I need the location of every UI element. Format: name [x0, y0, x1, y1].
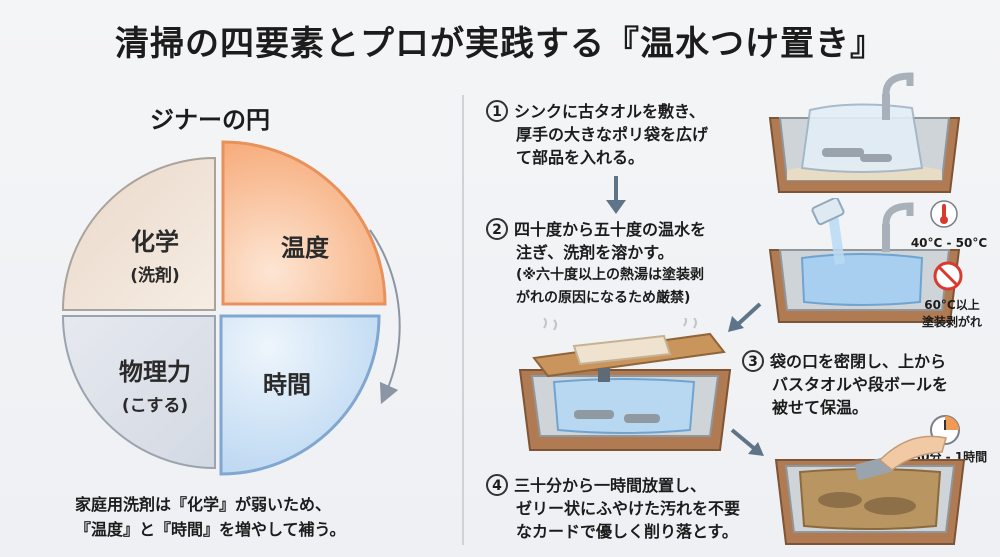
temperature-label: 温度	[250, 228, 360, 263]
sink-with-bag-illustration	[768, 72, 961, 193]
rotation-arrow	[369, 229, 401, 405]
step-2-line-1: 四十度から五十度の温水を	[514, 220, 707, 239]
caption-line-2: 『温度』と『時間』を増やして補う。	[75, 520, 346, 539]
scraping-illustration	[774, 435, 966, 545]
diagonal-arrow-icon	[730, 428, 764, 456]
chemistry-sub: (洗剤)	[130, 266, 180, 286]
warning-line-2: 塗装剥がれ	[921, 315, 982, 329]
step-2-line-2: 注ぎ、洗剤を溶かす。	[516, 243, 674, 262]
sinner-circle-diagram	[61, 140, 401, 476]
step-4: 4 三十分から一時間放置し、 ゼリー状にふやけた汚れを不要 なカードで優しく削り落…	[486, 474, 740, 543]
circle-caption: 家庭用洗剤は『化学』が弱いため、 『温度』と『時間』を増やして補う。	[75, 492, 455, 542]
physical-sub: (こする)	[121, 396, 189, 416]
caption-line-1: 家庭用洗剤は『化学』が弱いため、	[75, 495, 332, 514]
step-4-line-2: ゼリー状にふやけた汚れを不要	[516, 499, 741, 518]
step-2-note-2: がれの原因になるため厳禁)	[516, 290, 691, 306]
circle-heading: ジナーの円	[150, 106, 270, 134]
section-divider	[462, 95, 464, 545]
step-1-line-1: シンクに古タオルを敷き、	[514, 102, 705, 121]
step-3-line-1: 袋の口を密閉し、上から	[770, 352, 947, 371]
step-4-number: 4	[486, 474, 508, 496]
time-label: 時間	[232, 365, 342, 400]
chemistry-main: 化学	[131, 228, 179, 256]
faucet-icon	[882, 202, 914, 252]
step-1-line-2: 厚手の大きなポリ袋を広げ	[516, 125, 709, 144]
physical-label: 物理力 (こする)	[95, 352, 215, 416]
time-main: 時間	[263, 371, 311, 399]
sink-with-water-illustration	[768, 198, 961, 323]
physical-segment	[61, 315, 216, 470]
physical-main: 物理力	[119, 358, 191, 386]
warning-tag: 60°C以上 塗装剥がれ	[912, 296, 992, 330]
step-4-line-1: 三十分から一時間放置し、	[514, 476, 707, 495]
step-3-number: 3	[742, 350, 764, 372]
down-arrow-icon	[606, 176, 626, 214]
covered-sink-illustration	[518, 318, 732, 451]
step-1: 1 シンクに古タオルを敷き、 厚手の大きなポリ袋を広げ て部品を入れる。	[486, 100, 708, 169]
temperature-segment	[221, 140, 387, 306]
chemistry-label: 化学 (洗剤)	[100, 222, 210, 286]
temperature-main: 温度	[281, 234, 329, 262]
step-2-number: 2	[486, 218, 508, 240]
step-1-number: 1	[486, 100, 508, 122]
warning-line-1: 60°C以上	[924, 298, 980, 312]
step-3-line-2: バスタオルや段ボールを	[772, 375, 949, 394]
thermometer-icon	[930, 200, 958, 228]
step-3-line-3: 被せて保温。	[772, 398, 869, 417]
step-1-line-3: て部品を入れる。	[516, 148, 645, 167]
prohibited-icon	[933, 261, 963, 291]
step-4-line-3: なカードで優しく削り落とす。	[516, 522, 738, 541]
step-3: 3 袋の口を密閉し、上から バスタオルや段ボールを 被せて保温。	[742, 350, 948, 419]
diagonal-arrow-icon	[728, 302, 762, 332]
faucet-icon	[882, 72, 914, 120]
step-2-note-1: (※六十度以上の熱湯は塗装剥	[516, 267, 705, 283]
temp-range-tag: 40°C - 50°C	[910, 236, 988, 250]
page-title: 清掃の四要素とプロが実践する『温水つけ置き』	[115, 24, 885, 64]
chemistry-segment	[61, 156, 216, 311]
time-segment	[219, 314, 381, 476]
